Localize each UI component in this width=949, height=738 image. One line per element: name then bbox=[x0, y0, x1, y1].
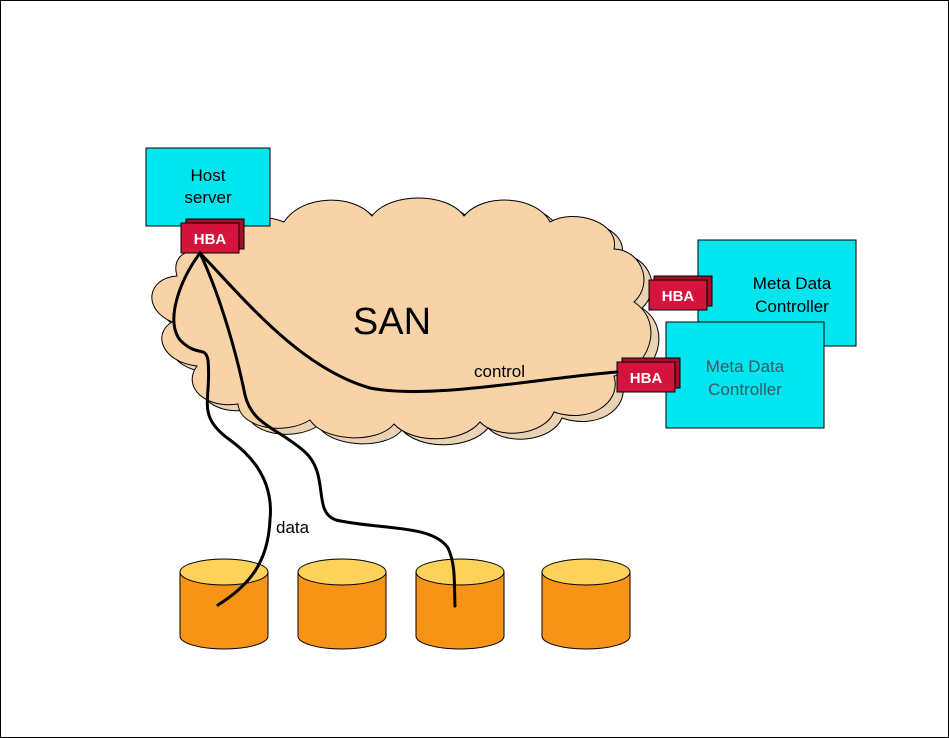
hba-card-controller-2: HBA bbox=[616, 357, 681, 393]
hba-label-controller-1: HBA bbox=[662, 288, 695, 305]
disk-cylinder-4 bbox=[541, 558, 631, 650]
host-server: Host server bbox=[145, 147, 271, 227]
data-label: data bbox=[276, 518, 310, 537]
meta-data-controller-2: Meta Data Controller bbox=[665, 321, 825, 429]
hba-card-controller-1: HBA bbox=[648, 275, 713, 311]
data-line-disk-1 bbox=[172, 251, 272, 607]
meta-data-controller-1-line1: Meta Data bbox=[753, 274, 832, 293]
hba-label-controller-2: HBA bbox=[630, 370, 663, 387]
hba-label-host: HBA bbox=[194, 231, 227, 248]
san-label: SAN bbox=[353, 301, 431, 343]
meta-data-controller-1-line2: Controller bbox=[755, 297, 829, 316]
san-cloud bbox=[151, 197, 660, 446]
data-line-disk-3 bbox=[198, 251, 457, 608]
meta-data-controller-2-line2: Controller bbox=[708, 380, 782, 399]
control-line bbox=[198, 251, 619, 393]
meta-data-controller-2-line1: Meta Data bbox=[706, 357, 785, 376]
connections bbox=[172, 251, 619, 608]
disk-cylinder-3 bbox=[415, 558, 505, 650]
disk-cylinder-2 bbox=[297, 558, 387, 650]
host-server-line2: server bbox=[184, 188, 232, 207]
host-server-box bbox=[145, 147, 271, 227]
disk-cylinder-1 bbox=[179, 558, 269, 650]
control-label: control bbox=[474, 362, 525, 381]
host-server-line1: Host bbox=[191, 166, 226, 185]
hba-card-host: HBA bbox=[180, 218, 245, 254]
meta-data-controller-2-box bbox=[665, 321, 825, 429]
